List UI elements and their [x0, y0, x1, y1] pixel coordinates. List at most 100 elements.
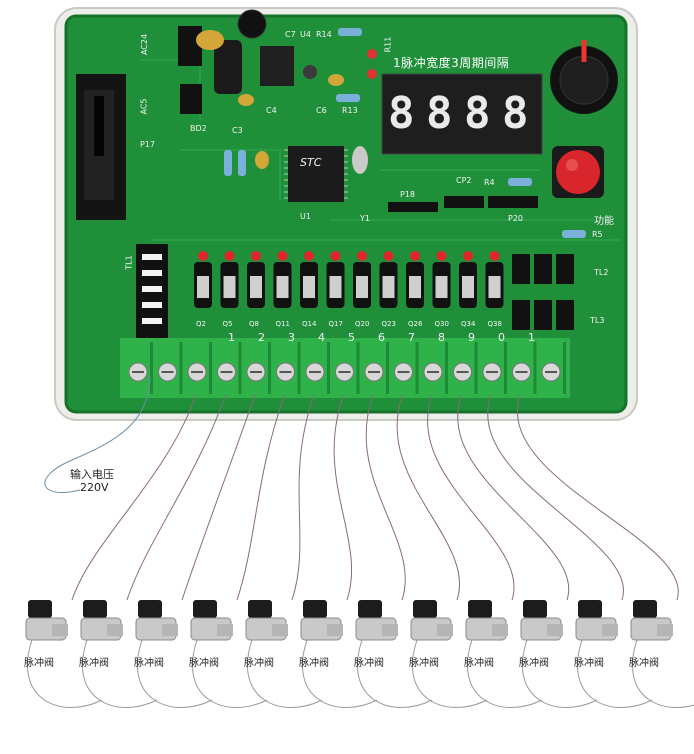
display-digit: 8 [464, 88, 491, 139]
valve-label: 脉冲阀 [464, 658, 494, 669]
q-label: Q5 [222, 320, 233, 328]
silk-u1: U1 [300, 212, 311, 221]
q-label: Q11 [275, 320, 290, 328]
chip-brand: STC [300, 156, 322, 169]
q-label: Q26 [408, 320, 423, 328]
silk-r4: R4 [484, 178, 495, 187]
wire [365, 394, 406, 601]
valve-coil [138, 600, 162, 618]
silk-bd2: BD2 [190, 124, 207, 133]
valve-label: 脉冲阀 [244, 658, 274, 669]
silk-tl1: TL1 [124, 255, 134, 270]
silk-r11: R11 [383, 36, 393, 53]
seven-segment-display [381, 73, 543, 155]
display-digit: 8 [502, 88, 529, 139]
relay [180, 84, 202, 114]
valve-coil [358, 600, 382, 618]
silk-y1: Y1 [360, 214, 370, 223]
header-p18 [388, 202, 438, 212]
resistors [224, 28, 586, 238]
led-indicator [463, 251, 473, 261]
valve-label: 脉冲阀 [299, 658, 329, 669]
terminal-number: 1 [228, 331, 235, 344]
silk-ac5: AC5 [139, 98, 149, 115]
input-wire [44, 374, 151, 493]
mcu-chip [288, 146, 344, 202]
valve-label: 脉冲阀 [134, 658, 164, 669]
function-button[interactable] [556, 150, 600, 194]
valve-coil [578, 600, 602, 618]
header-cp2 [444, 196, 484, 208]
led-indicator [251, 251, 261, 261]
terminal-number: 8 [438, 331, 445, 344]
terminal-number: 3 [288, 331, 295, 344]
optocouplers [512, 254, 574, 330]
crystal [352, 146, 368, 174]
valve-coil [248, 600, 272, 618]
valve-coil [633, 600, 657, 618]
valve-coil [83, 600, 107, 618]
led-indicator [436, 251, 447, 261]
led-indicator [304, 251, 314, 261]
silk-c3: C3 [232, 126, 243, 135]
silk-func: 功能 [594, 216, 614, 227]
valve-coil [523, 600, 547, 618]
q-label: Q17 [328, 320, 343, 328]
q-label: Q8 [249, 320, 259, 328]
led-indicator [198, 251, 208, 261]
input-voltage-label: 输入电压 [70, 468, 114, 481]
q-label: Q2 [196, 320, 206, 328]
q-label: Q30 [434, 320, 449, 328]
valve-coil [413, 600, 437, 618]
wire [181, 394, 256, 601]
valve-label: 脉冲阀 [574, 658, 604, 669]
silk-c4: C4 [266, 106, 277, 115]
valve-label: 脉冲阀 [24, 658, 54, 669]
q-label: Q20 [355, 320, 370, 328]
wire [517, 394, 679, 601]
silk-p20: P20 [508, 214, 524, 223]
wire [333, 394, 353, 601]
valve-wires [26, 394, 694, 708]
valve-label: 脉冲阀 [629, 658, 659, 669]
valve-coil [468, 600, 492, 618]
relay [178, 26, 202, 66]
silk-tl3: TL3 [590, 316, 605, 325]
wire [71, 394, 197, 601]
terminal-number: 1 [528, 331, 535, 344]
led-indicator [277, 251, 288, 261]
terminal-number: 0 [498, 331, 505, 344]
silk-r5: R5 [592, 230, 603, 239]
q-label: Q34 [461, 320, 476, 328]
silk-r13: R13 [342, 106, 358, 115]
regulator [260, 46, 294, 86]
led-indicator [410, 251, 420, 261]
valve-label: 脉冲阀 [79, 658, 109, 669]
silk-c7: C7 [285, 30, 296, 39]
valve-label: 脉冲阀 [354, 658, 384, 669]
silk-r14: R14 [316, 30, 332, 39]
display-digit: 8 [426, 88, 453, 139]
input-voltage-value: 220V [80, 481, 109, 494]
led-indicator [357, 251, 367, 261]
terminal-number: 4 [318, 331, 325, 344]
silk-c6: C6 [316, 106, 327, 115]
terminal-number: 7 [408, 331, 415, 344]
silk-p18: P18 [400, 190, 416, 199]
valve-label: 脉冲阀 [189, 658, 219, 669]
valve-coil [28, 600, 52, 618]
wire [427, 394, 515, 601]
silk-cp2: CP2 [456, 176, 472, 185]
wire [396, 394, 460, 601]
silk-u4: U4 [300, 30, 311, 39]
capacitor [214, 40, 242, 94]
valve-label: 脉冲阀 [519, 658, 549, 669]
valve-label: 脉冲阀 [409, 658, 439, 669]
valve-coil [193, 600, 217, 618]
valve-coil [303, 600, 327, 618]
led-indicator [489, 251, 500, 261]
wire [457, 394, 570, 601]
terminal-block [120, 338, 570, 398]
terminal-number: 2 [258, 331, 265, 344]
